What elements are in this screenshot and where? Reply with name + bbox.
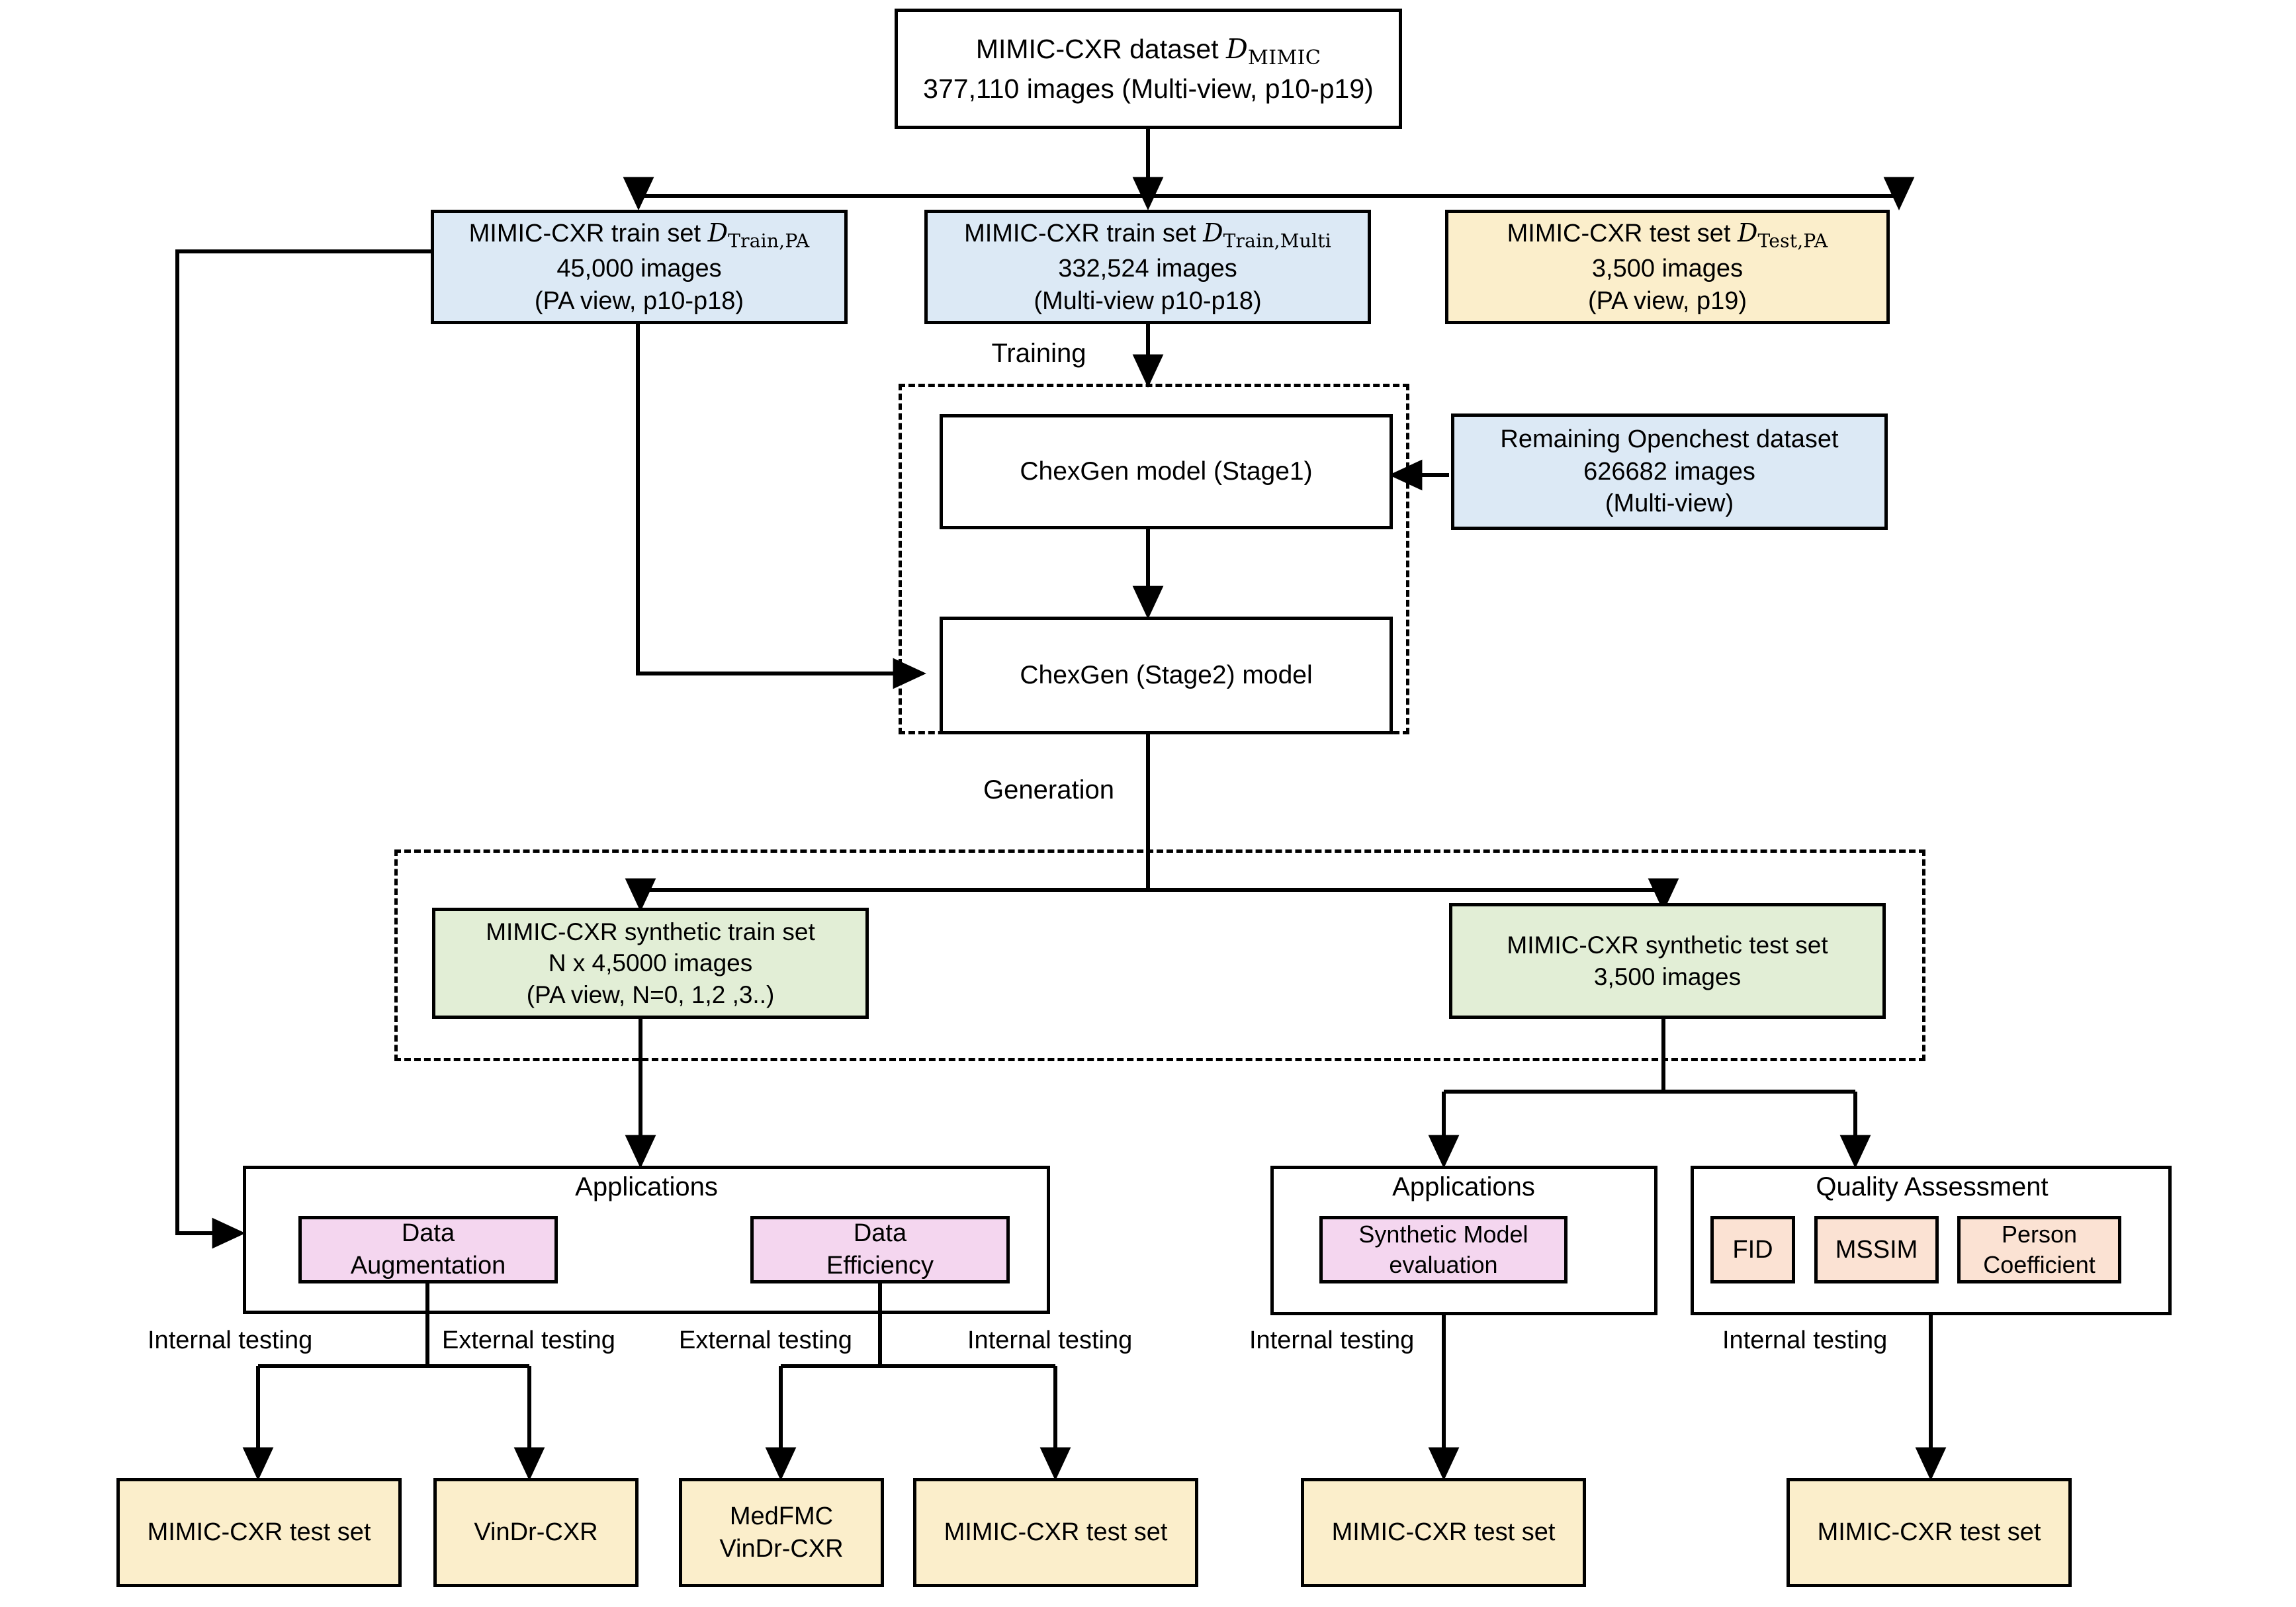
synthetic-model-evaluation-line1: Synthetic Model — [1358, 1220, 1528, 1248]
synthetic-model-evaluation-line2: evaluation — [1389, 1251, 1498, 1278]
train-multi-line2: 332,524 images — [1058, 255, 1237, 283]
test-pa-line2: 3,500 images — [1591, 255, 1744, 283]
synthetic-train-line3: (PA view, N=0, 1,2 ,3..) — [526, 980, 775, 1008]
train-pa-line3: (PA view, p10-p18) — [534, 286, 744, 315]
applications-right-group — [1270, 1166, 1657, 1315]
node-test-pa[interactable]: MIMIC-CXR test set DTest,PA 3,500 images… — [1445, 210, 1890, 324]
edge-label-external-testing-2: External testing — [679, 1326, 852, 1354]
fid-label: FID — [1732, 1235, 1773, 1264]
node-leaf-mimic-test-4[interactable]: MIMIC-CXR test set — [1787, 1478, 2072, 1587]
chexgen-stage2-label: ChexGen (Stage2) model — [1020, 661, 1313, 690]
openchest-line2: 626682 images — [1583, 457, 1755, 486]
node-data-augmentation[interactable]: Data Augmentation — [298, 1216, 558, 1283]
leaf-medfmc-line2: VinDr-CXR — [719, 1534, 844, 1563]
node-leaf-mimic-test-3[interactable]: MIMIC-CXR test set — [1301, 1478, 1586, 1587]
node-mimic-dataset[interactable]: MIMIC-CXR dataset DMIMIC 377,110 images … — [895, 9, 1402, 129]
applications-right-title: Applications — [1392, 1172, 1535, 1201]
chexgen-stage1-label: ChexGen model (Stage1) — [1020, 457, 1313, 486]
node-leaf-medfmc-vindr[interactable]: MedFMC VinDr-CXR — [679, 1478, 884, 1587]
edge-label-internal-testing-2: Internal testing — [967, 1326, 1133, 1354]
openchest-line3: (Multi-view) — [1605, 490, 1734, 518]
train-pa-line1: MIMIC-CXR train set DTrain,PA — [468, 218, 810, 252]
leaf-mimic-test-3-label: MIMIC-CXR test set — [1331, 1518, 1556, 1547]
training-group-title: Training — [991, 339, 1086, 368]
synthetic-train-line2: N x 4,5000 images — [548, 949, 753, 977]
node-metric-fid[interactable]: FID — [1710, 1216, 1795, 1283]
synthetic-test-line1: MIMIC-CXR synthetic test set — [1507, 932, 1828, 959]
mssim-label: MSSIM — [1835, 1235, 1918, 1264]
openchest-line1: Remaining Openchest dataset — [1500, 425, 1839, 454]
node-train-pa[interactable]: MIMIC-CXR train set DTrain,PA 45,000 ima… — [431, 210, 848, 324]
node-synthetic-train-set[interactable]: MIMIC-CXR synthetic train set N x 4,5000… — [432, 908, 869, 1019]
applications-left-group — [243, 1166, 1050, 1314]
applications-left-title: Applications — [575, 1172, 718, 1201]
leaf-vindr-label: VinDr-CXR — [474, 1518, 598, 1547]
leaf-medfmc-line1: MedFMC — [729, 1502, 834, 1530]
node-chexgen-stage1[interactable]: ChexGen model (Stage1) — [940, 414, 1393, 529]
node-metric-person-coefficient[interactable]: Person Coefficient — [1957, 1216, 2121, 1283]
data-augmentation-line1: Data — [401, 1219, 455, 1248]
data-augmentation-line2: Augmentation — [350, 1252, 506, 1280]
node-openchest-dataset[interactable]: Remaining Openchest dataset 626682 image… — [1451, 413, 1888, 530]
person-coefficient-line1: Person — [2001, 1220, 2078, 1248]
person-coefficient-line2: Coefficient — [1983, 1251, 2096, 1278]
leaf-mimic-test-4-label: MIMIC-CXR test set — [1817, 1518, 2041, 1547]
node-leaf-vindr-cxr[interactable]: VinDr-CXR — [433, 1478, 639, 1587]
generation-group — [394, 849, 1925, 1061]
edge-label-internal-testing-1: Internal testing — [148, 1326, 313, 1354]
leaf-mimic-test-1-label: MIMIC-CXR test set — [147, 1518, 371, 1547]
train-multi-line3: (Multi-view p10-p18) — [1034, 286, 1262, 315]
synthetic-train-line1: MIMIC-CXR synthetic train set — [486, 918, 815, 945]
quality-assessment-group — [1691, 1166, 2172, 1315]
quality-assessment-title: Quality Assessment — [1816, 1172, 2049, 1201]
node-synthetic-model-evaluation[interactable]: Synthetic Model evaluation — [1319, 1216, 1567, 1283]
node-synthetic-test-set[interactable]: MIMIC-CXR synthetic test set 3,500 image… — [1449, 903, 1886, 1019]
node-data-efficiency[interactable]: Data Efficiency — [750, 1216, 1010, 1283]
synthetic-test-line2: 3,500 images — [1593, 963, 1742, 990]
mimic-dataset-line2: 377,110 images (Multi-view, p10-p19) — [923, 73, 1374, 104]
node-leaf-mimic-test-2[interactable]: MIMIC-CXR test set — [913, 1478, 1198, 1587]
generation-group-title: Generation — [983, 775, 1114, 804]
data-efficiency-line2: Efficiency — [826, 1252, 934, 1280]
train-pa-line2: 45,000 images — [556, 255, 722, 283]
data-efficiency-line1: Data — [853, 1219, 907, 1248]
node-chexgen-stage2[interactable]: ChexGen (Stage2) model — [940, 617, 1393, 734]
edge-label-internal-testing-4: Internal testing — [1722, 1326, 1888, 1354]
node-train-multi[interactable]: MIMIC-CXR train set DTrain,Multi 332,524… — [924, 210, 1371, 324]
train-multi-line1: MIMIC-CXR train set DTrain,Multi — [964, 218, 1331, 252]
test-pa-line3: (PA view, p19) — [1587, 286, 1747, 315]
node-metric-mssim[interactable]: MSSIM — [1814, 1216, 1939, 1283]
leaf-mimic-test-2-label: MIMIC-CXR test set — [944, 1518, 1168, 1547]
edge-label-external-testing-1: External testing — [442, 1326, 615, 1354]
edge-label-internal-testing-3: Internal testing — [1249, 1326, 1415, 1354]
node-leaf-mimic-test-1[interactable]: MIMIC-CXR test set — [116, 1478, 402, 1587]
test-pa-line1: MIMIC-CXR test set DTest,PA — [1507, 218, 1828, 252]
mimic-dataset-line1: MIMIC-CXR dataset DMIMIC — [975, 32, 1321, 69]
